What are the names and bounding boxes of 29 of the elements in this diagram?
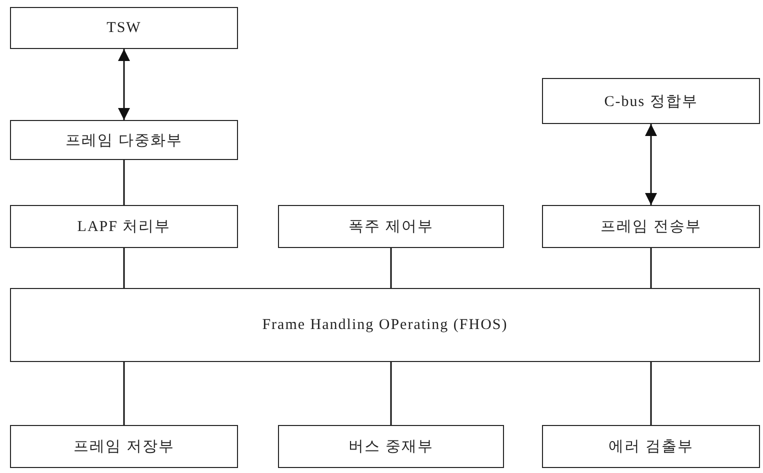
module-box xyxy=(10,120,238,160)
connector-line xyxy=(390,362,392,425)
module-label: TSW xyxy=(106,20,142,36)
connector-line xyxy=(123,248,125,288)
module-label: 프레임 전송부 xyxy=(600,218,702,236)
module-label: 에러 검출부 xyxy=(608,438,694,456)
module-box xyxy=(542,425,760,468)
arrow xyxy=(645,124,657,205)
module-label: LAPF 처리부 xyxy=(77,218,171,236)
module-box xyxy=(10,7,238,49)
module-label: 폭주 제어부 xyxy=(348,218,434,236)
module-label: 프레임 다중화부 xyxy=(66,132,182,150)
module-label: 버스 중재부 xyxy=(348,438,434,456)
connector-line xyxy=(390,248,392,288)
module-label: 프레임 저장부 xyxy=(74,438,174,456)
module-label: C-bus 정합부 xyxy=(604,92,698,110)
module-box xyxy=(542,205,760,248)
connector-line xyxy=(123,362,125,425)
connector-line xyxy=(123,160,125,205)
module-box xyxy=(10,205,238,248)
module-label: Frame Handling OPerating (FHOS) xyxy=(262,316,508,334)
connector-line xyxy=(650,248,652,288)
module-box xyxy=(10,425,238,468)
arrow xyxy=(118,49,130,120)
system-box xyxy=(10,288,760,362)
module-box xyxy=(278,205,504,248)
connector-line xyxy=(650,362,652,425)
module-box xyxy=(542,78,760,124)
module-box xyxy=(278,425,504,468)
